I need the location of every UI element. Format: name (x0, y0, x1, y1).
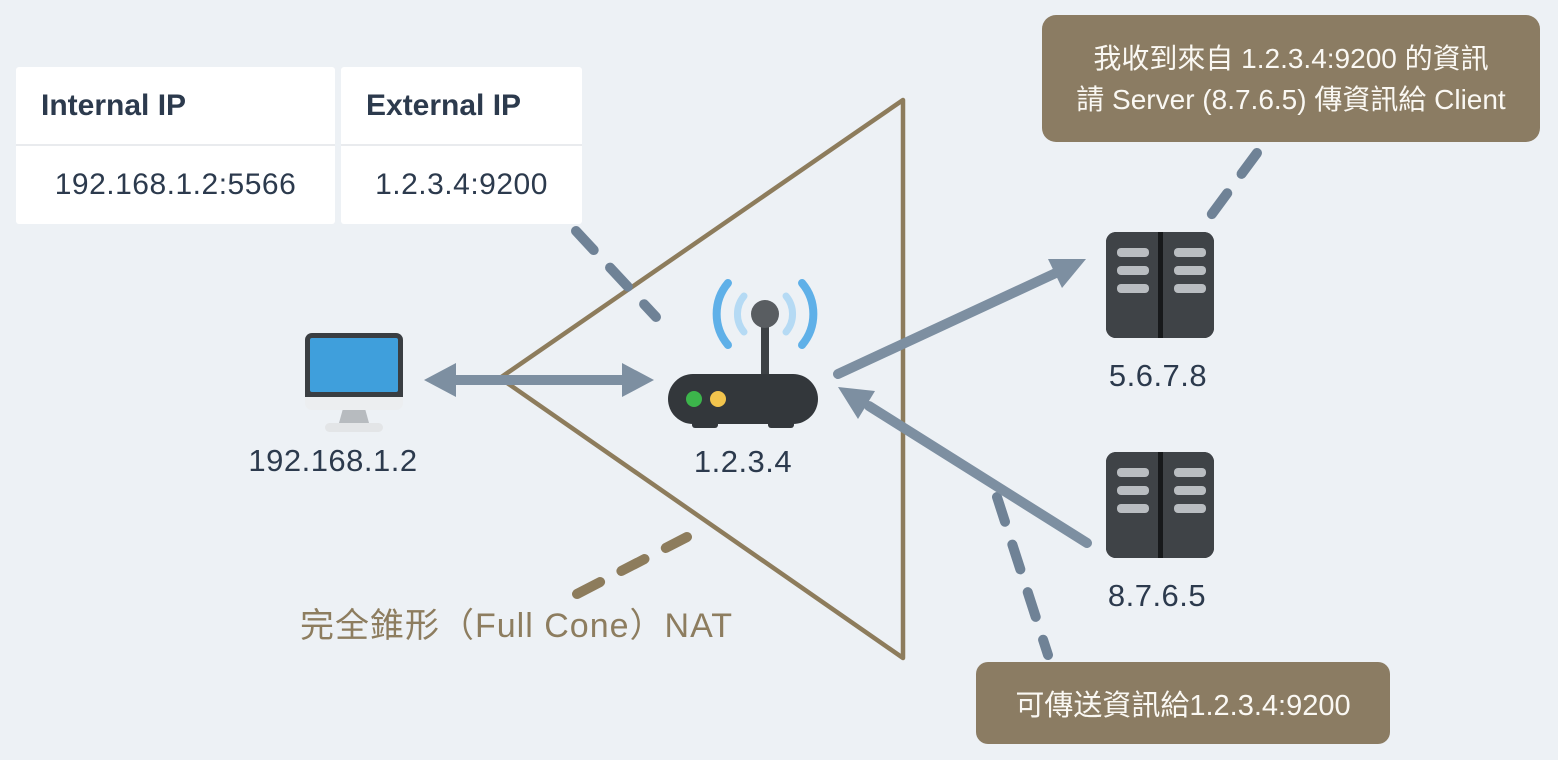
callout-to-server-dashed-line (1201, 148, 1262, 227)
server-slot (1173, 504, 1206, 513)
server-rack-icon-bottom (1106, 452, 1214, 558)
external-ip-value: 1.2.3.4:9200 (375, 168, 548, 201)
server-slot (1117, 284, 1149, 293)
server-tower (1106, 232, 1158, 338)
card-divider (16, 144, 335, 146)
internal-ip-value: 192.168.1.2:5566 (54, 168, 297, 201)
internal-ip-header: Internal IP (41, 88, 187, 122)
arrow-to-callout-dashed-line (992, 492, 1053, 660)
external-ip-header: External IP (366, 88, 522, 122)
desktop-monitor-icon (305, 333, 403, 432)
wifi-arc-left-inner (734, 292, 748, 336)
router-antenna-tip (751, 300, 779, 328)
server-slot (1117, 248, 1149, 257)
external-ip-card: External IP 1.2.3.4:9200 (341, 67, 582, 224)
title-leader-dashed-line (572, 532, 692, 599)
server-bottom-ip-label: 8.7.6.5 (1107, 578, 1207, 613)
router-body (668, 374, 818, 424)
server-slot (1173, 248, 1206, 257)
server-top-ip-label: 5.6.7.8 (1108, 358, 1208, 393)
server-slot (1117, 486, 1149, 495)
router-message-line2: 請 Server (8.7.6.5) 傳資訊給 Client (1076, 83, 1506, 115)
internal-ip-card: Internal IP 192.168.1.2:5566 (16, 67, 335, 224)
server-slot (1173, 486, 1206, 495)
monitor-screen (310, 338, 398, 392)
card-divider (341, 144, 582, 146)
wifi-router-icon (668, 279, 818, 428)
router-message-line1: 我收到來自 1.2.3.4:9200 的資訊 (1093, 42, 1489, 74)
router-antenna (761, 318, 769, 418)
wifi-arc-right-outer (798, 279, 818, 349)
client-router-double-arrow (424, 363, 654, 397)
server-message-text: 可傳送資訊給1.2.3.4:9200 (1015, 690, 1351, 722)
server-tower (1162, 232, 1214, 338)
wifi-arc-left-outer (712, 279, 732, 349)
server-message-callout: 可傳送資訊給1.2.3.4:9200 (976, 662, 1390, 744)
router-to-server-arrow (833, 259, 1086, 379)
client-ip-label: 192.168.1.2 (248, 443, 418, 478)
server-rack-icon-top (1106, 232, 1214, 338)
router-message-callout: 我收到來自 1.2.3.4:9200 的資訊 請 Server (8.7.6.5… (1042, 15, 1540, 142)
nat-cone-outline (497, 97, 906, 661)
server-tower (1106, 452, 1158, 558)
monitor-chin (305, 397, 403, 410)
server-slot (1173, 468, 1206, 477)
server-tower (1162, 452, 1214, 558)
wifi-arc-right-inner (782, 292, 796, 336)
monitor-stand-base (325, 423, 383, 432)
table-to-router-dashed-line (571, 226, 661, 322)
server-slot (1173, 284, 1206, 293)
monitor-stand-neck (339, 410, 369, 423)
server-slot (1173, 266, 1206, 275)
monitor-frame (305, 333, 403, 397)
diagram-title: 完全錐形（Full Cone）NAT (300, 607, 733, 645)
server-slot (1117, 266, 1149, 275)
router-led-green (686, 391, 702, 407)
router-ip-label: 1.2.3.4 (693, 444, 793, 479)
server-slot (1117, 504, 1149, 513)
server-slot (1117, 468, 1149, 477)
server-to-router-arrow (838, 387, 1092, 548)
router-led-yellow (710, 391, 726, 407)
